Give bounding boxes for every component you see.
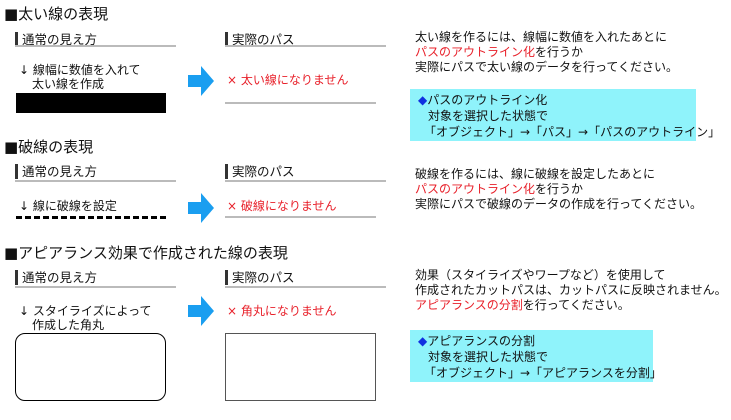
text: を行うか [535, 45, 584, 59]
normal-view-header: 通常の見え方 [15, 270, 97, 285]
description-line: パスのアウトライン化を行うか [415, 45, 678, 60]
description-line: 作成されたカットパスは、カットパスに反映されません。 [415, 283, 727, 297]
result-text: × 破線になりません [227, 199, 337, 213]
normal-view-header: 通常の見え方 [15, 164, 97, 179]
highlight: パスのアウトライン化 [415, 182, 536, 196]
tip-box: ◆パスのアウトライン化 対象を選択した状態で 「オブジェクト」→「パス」→「パス… [410, 89, 721, 141]
right-arrow-icon [188, 66, 214, 96]
thick-line-sample [16, 93, 166, 113]
header-underline [225, 286, 386, 288]
description-line: 実際にパスで太い線のデータを行ってください。 [415, 60, 679, 74]
tip-box: ◆アピアランスの分割 対象を選択した状態で 「オブジェクト」→「アピアランスを分… [410, 330, 662, 382]
tip-line: 対象を選択した状態で [428, 350, 549, 364]
result-text: × 角丸になりません [227, 304, 337, 318]
description-line: アピアランスの分割を行ってください。 [415, 298, 727, 313]
thin-path-sample [225, 216, 376, 218]
thin-path-sample [225, 102, 376, 104]
section-title-appearance-line: ■アピアランス効果で作成された線の表現 [4, 244, 288, 262]
header-underline [15, 45, 176, 47]
description-line: 効果（スタイライズやワープなど）を使用して [415, 268, 666, 282]
right-arrow-icon [188, 193, 214, 223]
section-title-thick-line: ■太い線の表現 [4, 5, 109, 23]
header-underline [15, 286, 176, 288]
square-rect-sample [225, 333, 376, 401]
diamond-icon: ◆ [418, 93, 428, 107]
actual-path-header: 実際のパス [225, 270, 295, 285]
normal-caption: 作成した角丸 [32, 318, 105, 332]
diamond-icon: ◆ [418, 334, 428, 348]
rounded-rect-sample [15, 333, 166, 401]
normal-caption: ↓ スタイライズによって [19, 304, 152, 318]
normal-view-header: 通常の見え方 [15, 32, 97, 47]
section-title-dashed-line: ■破線の表現 [4, 138, 94, 156]
description: 効果（スタイライズやワープなど）を使用して 作成されたカットパスは、カットパスに… [415, 268, 727, 313]
description-line: 破線を作るには、線に破線を設定したあとに [415, 167, 656, 181]
normal-caption: 太い線を作成 [32, 77, 105, 91]
description: 破線を作るには、線に破線を設定したあとに パスのアウトライン化を行うか 実際にパ… [415, 167, 702, 212]
normal-caption: ↓ 線に破線を設定 [19, 199, 117, 213]
tip-menu-path: 「オブジェクト」→「アピアランスを分割」 [424, 366, 662, 380]
tip-menu-path: 「オブジェクト」→「パス」→「パスのアウトライン」 [424, 125, 721, 139]
tip-title: パスのアウトライン化 [427, 93, 548, 107]
text: を行ってください。 [522, 298, 630, 312]
actual-path-header: 実際のパス [225, 164, 295, 179]
actual-path-header: 実際のパス [225, 32, 295, 47]
header-underline [225, 180, 386, 182]
highlight: アピアランスの分割 [415, 298, 523, 312]
normal-caption: ↓ 線幅に数値を入れて [19, 63, 141, 77]
dashed-line-sample [16, 216, 166, 219]
result-text: × 太い線になりません [227, 73, 349, 87]
tip-title: アピアランスの分割 [427, 334, 535, 348]
header-underline [15, 180, 176, 182]
description-line: パスのアウトライン化を行うか [415, 182, 702, 197]
header-underline [225, 45, 386, 47]
tip-line: 対象を選択した状態で [428, 109, 549, 123]
highlight: パスのアウトライン化 [415, 45, 536, 59]
description-line: 太い線を作るには、線幅に数値を入れたあとに [415, 30, 668, 44]
description: 太い線を作るには、線幅に数値を入れたあとに パスのアウトライン化を行うか 実際に… [415, 30, 678, 75]
text: を行うか [535, 182, 584, 196]
description-line: 実際にパスで破線のデータの作成を行ってください。 [415, 197, 703, 211]
right-arrow-icon [188, 296, 214, 326]
